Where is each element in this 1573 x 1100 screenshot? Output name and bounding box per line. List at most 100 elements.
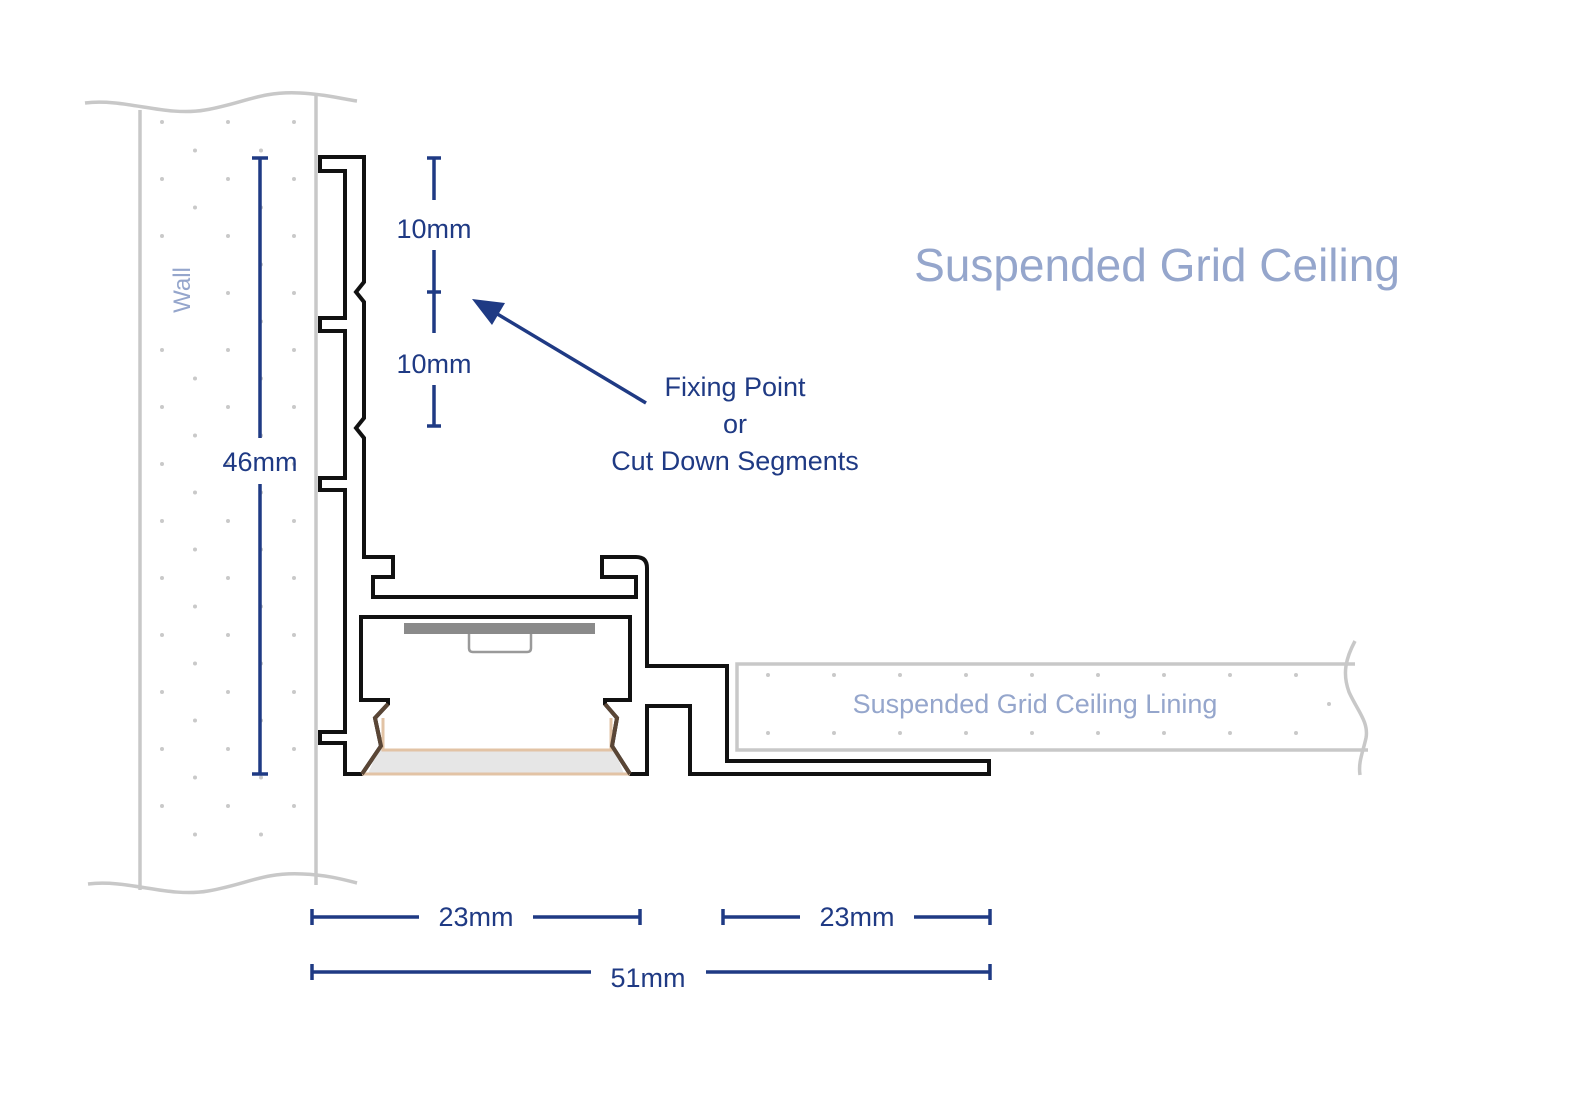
texture-dot (964, 673, 968, 677)
dimension-width-left (310, 909, 642, 925)
dimension-segment-top-label: 10mm (396, 214, 471, 244)
texture-dot (160, 405, 164, 409)
texture-dot (292, 633, 296, 637)
texture-dot (193, 433, 197, 438)
texture-dot (226, 234, 230, 238)
texture-dot (898, 731, 902, 735)
texture-dot (1294, 731, 1298, 735)
dimension-height-label: 46mm (222, 447, 297, 477)
aluminium-profile (318, 155, 991, 776)
texture-dot (292, 291, 296, 295)
texture-dot (1162, 731, 1166, 735)
texture-dot (292, 405, 296, 409)
texture-dot (226, 462, 230, 466)
texture-dot (1327, 702, 1331, 706)
led-strip (404, 623, 595, 634)
dimension-width-right-label: 23mm (819, 902, 894, 932)
texture-dot (193, 490, 197, 495)
profile-outline (318, 155, 991, 776)
ceiling-lining-outline (735, 662, 1368, 752)
texture-dot (1030, 673, 1034, 677)
fixing-point-arrow (472, 299, 647, 405)
texture-dot (226, 348, 230, 352)
texture-dot (193, 604, 197, 609)
texture-dot (226, 519, 230, 523)
texture-dot (193, 547, 197, 552)
texture-dot (898, 673, 902, 677)
ceiling-lining: Suspended Grid Ceiling Lining (735, 640, 1369, 776)
texture-dot (292, 690, 296, 694)
diffuser (368, 718, 624, 774)
ceiling-lining-texture (766, 673, 1331, 735)
ceiling-lining-label: Suspended Grid Ceiling Lining (853, 689, 1218, 719)
texture-dot (160, 690, 164, 694)
texture-dot (259, 148, 263, 153)
texture-dot (292, 462, 296, 466)
gasket-right (603, 702, 632, 776)
texture-dot (292, 804, 296, 808)
gasket-left (360, 702, 390, 776)
ceiling-lining-break (1343, 640, 1369, 776)
texture-dot (832, 731, 836, 735)
texture-dot (259, 775, 263, 780)
wall: Wall (84, 91, 358, 895)
texture-dot (193, 832, 197, 837)
texture-dot (226, 120, 230, 124)
texture-dot (1228, 673, 1232, 677)
texture-dot (832, 673, 836, 677)
fixing-point-label-line1: Fixing Point (664, 372, 806, 402)
texture-dot (193, 148, 197, 153)
texture-dot (766, 673, 770, 677)
texture-dot (1096, 673, 1100, 677)
texture-dot (160, 234, 164, 238)
texture-dot (160, 462, 164, 466)
texture-dot (226, 177, 230, 181)
texture-dot (160, 120, 164, 124)
texture-dot (193, 718, 197, 723)
wall-body (140, 100, 316, 890)
dimension-width-left-label: 23mm (438, 902, 513, 932)
dimension-width-right (721, 909, 992, 925)
texture-dot (160, 747, 164, 751)
texture-dot (766, 731, 770, 735)
dimension-segments (427, 156, 441, 428)
texture-dot (226, 633, 230, 637)
texture-dot (160, 804, 164, 808)
dimension-width-total (310, 964, 992, 980)
texture-dot (1294, 673, 1298, 677)
texture-dot (160, 348, 164, 352)
texture-dot (1096, 731, 1100, 735)
texture-dot (193, 775, 197, 780)
texture-dot (292, 177, 296, 181)
dimension-height (252, 156, 268, 776)
texture-dot (226, 690, 230, 694)
texture-dot (259, 832, 263, 837)
texture-dot (292, 519, 296, 523)
texture-dot (292, 120, 296, 124)
fixing-point-label-line2: or (723, 409, 747, 439)
texture-dot (160, 633, 164, 637)
arrow-head-icon (472, 299, 505, 325)
texture-dot (1162, 673, 1166, 677)
texture-dot (1030, 731, 1034, 735)
texture-dot (193, 205, 197, 210)
texture-dot (1228, 731, 1232, 735)
texture-dot (160, 177, 164, 181)
texture-dot (193, 661, 197, 666)
led-clip (467, 634, 533, 654)
wall-top-break (84, 91, 358, 114)
texture-dot (226, 804, 230, 808)
wall-label: Wall (169, 267, 196, 313)
texture-dot (292, 234, 296, 238)
diffuser-edge (381, 718, 613, 752)
texture-dot (160, 576, 164, 580)
dimension-segment-bottom-label: 10mm (396, 349, 471, 379)
texture-dot (160, 519, 164, 523)
wall-texture (160, 120, 296, 837)
texture-dot (226, 747, 230, 751)
texture-dot (292, 576, 296, 580)
wall-bottom-break (87, 872, 358, 895)
texture-dot (292, 747, 296, 751)
texture-dot (226, 405, 230, 409)
